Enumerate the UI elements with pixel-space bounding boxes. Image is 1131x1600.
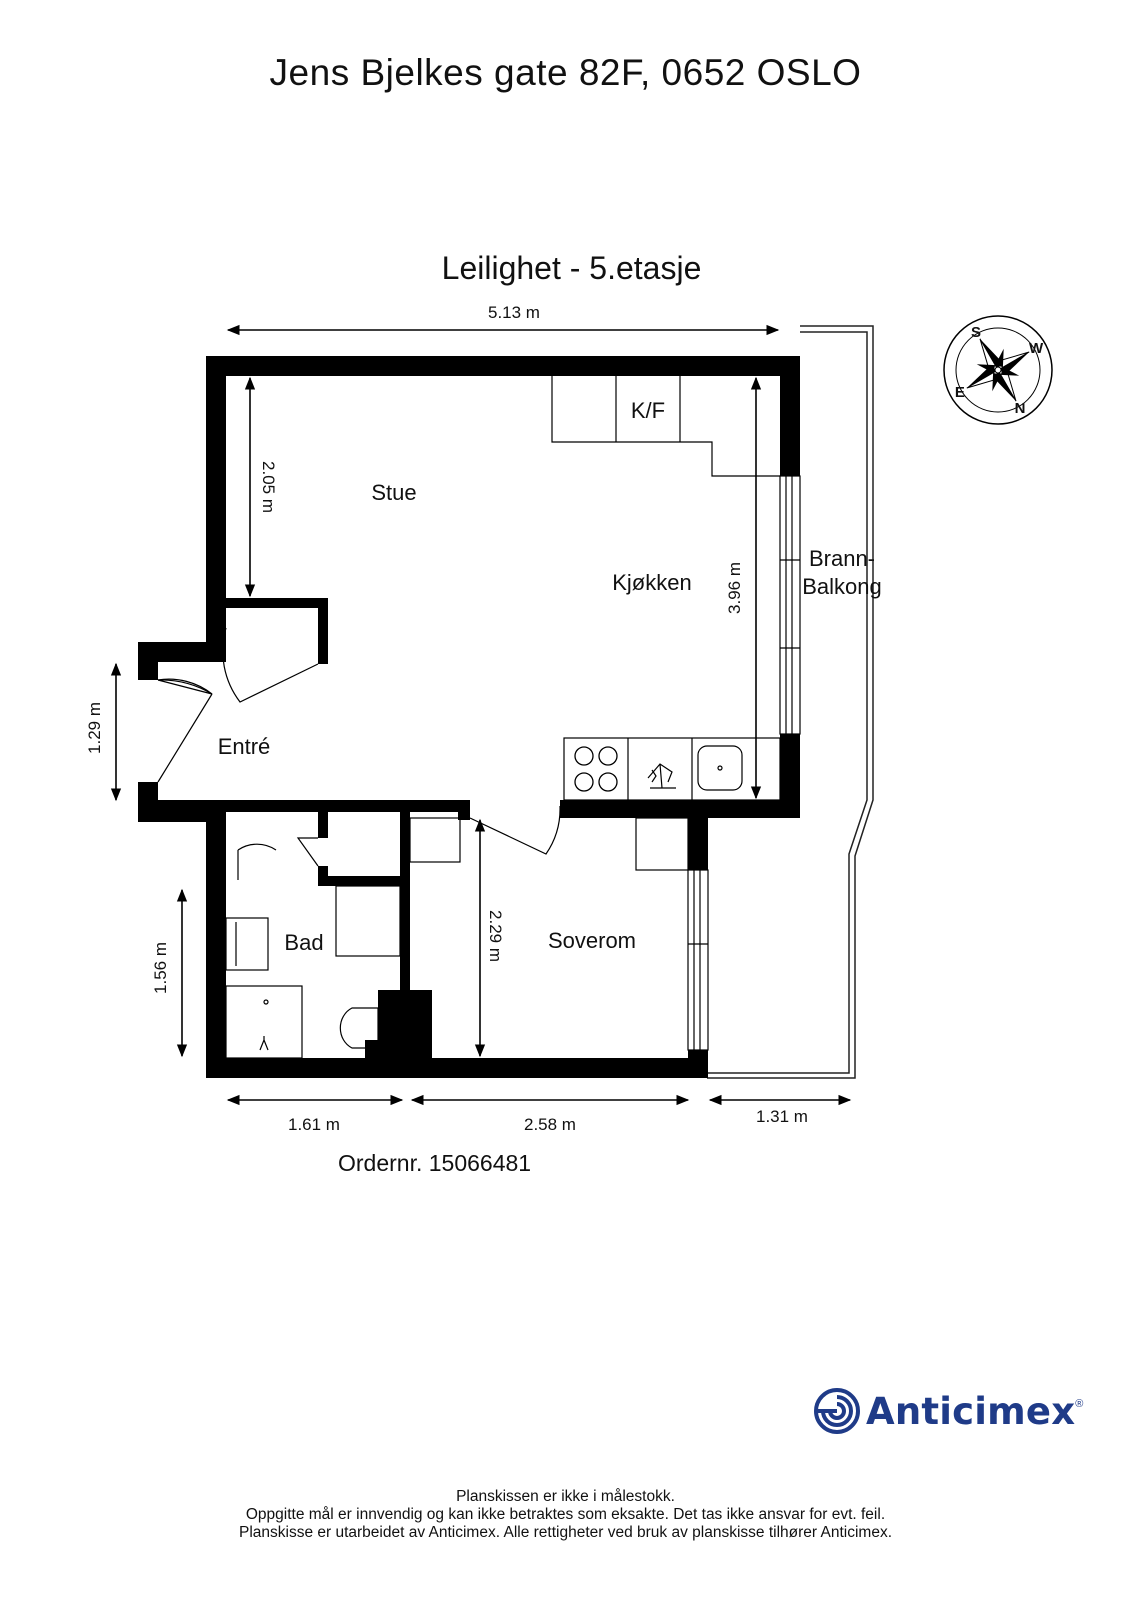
bedroom-wardrobes: [335, 817, 689, 957]
dim-entre-width: 1.29 m: [85, 702, 104, 754]
dim-kjokken-height: 3.96 m: [725, 562, 744, 614]
room-label-balkong-1: Brann-: [809, 546, 875, 571]
balcony-inner-outline: [707, 331, 868, 1074]
anticimex-logo-icon: [814, 1388, 860, 1434]
disclaimer-line-3: Planskisse er utarbeidet av Anticimex. A…: [238, 1524, 892, 1541]
bedroom-window: [687, 869, 709, 1051]
upper-counter: [551, 376, 780, 477]
toilet-icon: [339, 1007, 379, 1049]
balcony-outline: [707, 325, 874, 1079]
room-label-stue: Stue: [371, 480, 416, 505]
brand-logo: Anticimex ®: [814, 1388, 1083, 1434]
lower-counter: [563, 737, 781, 801]
compass-w: W: [1029, 340, 1044, 357]
order-number: Ordernr. 15066481: [338, 1150, 532, 1176]
room-label-entre: Entré: [218, 734, 271, 759]
disclaimer: Planskissen er ikke i målestokk. Oppgitt…: [0, 1488, 1131, 1542]
dim-bottom-left: 1.61 m: [288, 1115, 340, 1134]
dim-top-width: 5.13 m: [488, 303, 540, 322]
room-label-kjokken: Kjøkken: [612, 570, 691, 595]
compass-n: N: [1015, 400, 1026, 417]
compass-e: E: [955, 384, 965, 401]
interior-walls: [226, 598, 470, 992]
dim-soverom-height: 2.29 m: [486, 910, 505, 962]
dim-bad-height: 1.56 m: [151, 942, 170, 994]
room-label-kf: K/F: [631, 398, 665, 423]
brand-name: Anticimex: [866, 1389, 1076, 1433]
room-label-balkong-2: Balkong: [802, 574, 882, 599]
compass-s: S: [971, 324, 981, 341]
stove-icon: [574, 746, 618, 792]
dimension-lines: [110, 324, 852, 1106]
room-label-bad: Bad: [284, 930, 323, 955]
room-label-soverom: Soverom: [548, 928, 636, 953]
walls: [138, 356, 800, 1078]
dim-stue-height: 2.05 m: [259, 461, 278, 513]
compass-rose-icon: N E S W: [943, 315, 1053, 425]
dishwasher-icon: [647, 763, 676, 789]
kitchen-window: [779, 475, 801, 735]
disclaimer-line-2: Oppgitte mål er innvendig og kan ikke be…: [245, 1506, 886, 1523]
address-title: Jens Bjelkes gate 82F, 0652 OSLO: [269, 52, 862, 93]
brand-registered: ®: [1075, 1398, 1084, 1410]
floor-subtitle: Leilighet - 5.etasje: [441, 250, 702, 286]
disclaimer-line-1: Planskissen er ikke i målestokk.: [456, 1488, 675, 1505]
bath-fixtures: [225, 917, 379, 1059]
dim-bottom-right: 1.31 m: [756, 1107, 808, 1126]
dim-bottom-mid: 2.58 m: [524, 1115, 576, 1134]
kitchen-sink-icon: [697, 745, 743, 791]
doors: [157, 627, 561, 880]
